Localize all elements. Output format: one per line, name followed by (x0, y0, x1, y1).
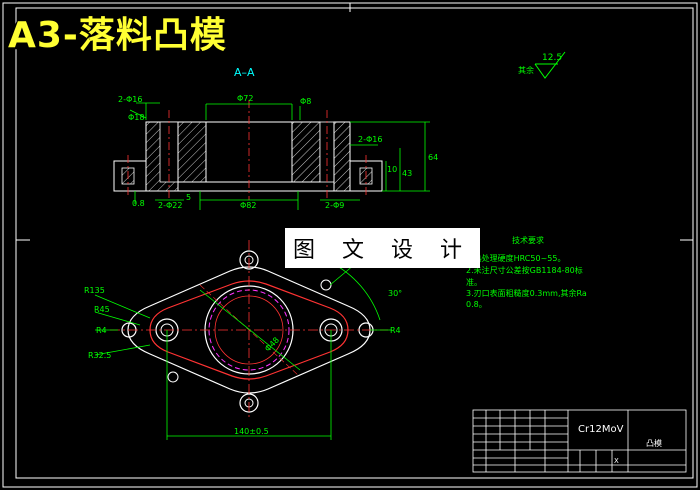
plan-dim-r-bottom: R32.5 (88, 351, 111, 360)
title-block (472, 409, 687, 473)
tech-line-1: 1.热处理硬度HRC50~55。 (466, 253, 565, 263)
inner-border (15, 7, 694, 479)
section-dimensions (129, 102, 430, 210)
plan-dim-d-center: Φ48 (263, 335, 281, 353)
tech-line-2: 2.未注尺寸公差按GB1184-80标 (466, 265, 583, 275)
plan-dim-r-left: R4 (96, 326, 107, 335)
section-label: A–A (234, 66, 255, 79)
title-block-label: 凸模 (646, 438, 662, 448)
plan-dim-right-label: R4 (390, 326, 401, 335)
plan-dim-angle: 30° (388, 289, 402, 298)
dim-bottom-left: 2-Φ22 (158, 201, 182, 210)
section-view (113, 100, 383, 200)
tech-heading: 技术要求 (512, 235, 544, 245)
dim-height-c: 10 (387, 165, 397, 174)
dim-bottom-center: Φ82 (240, 201, 256, 210)
dim-bottom-right: 2-Φ9 (325, 201, 344, 210)
plan-dim-r-outer: R135 (84, 286, 105, 295)
scale-mark: X (614, 457, 619, 465)
roughness-value: 12.5 (542, 53, 562, 63)
dim-left-a: Φ18 (128, 113, 144, 122)
material-label: Cr12MoV (578, 424, 624, 435)
dim-height-b: 43 (402, 169, 412, 178)
dim-top-center: Φ72 (237, 94, 253, 103)
roughness-other-label: 其余 (518, 65, 534, 75)
dim-top-left: 2-Φ16 (118, 95, 142, 104)
tech-line-5: 0.8。 (466, 300, 487, 309)
plan-view (94, 240, 392, 440)
tech-line-3: 准。 (466, 277, 482, 287)
tech-line-4: 3.刃口表面粗糙度0.3mm,其余Ra (466, 288, 587, 298)
dim-height-total: 64 (428, 153, 438, 162)
dim-left-small: 0.8 (132, 199, 145, 208)
roughness-symbol: 其余 12.5 (518, 51, 566, 79)
dim-right-mid: 2-Φ16 (358, 135, 382, 144)
dim-right-top: Φ8 (300, 97, 311, 106)
page-title: A3-落料凸模 (8, 15, 227, 56)
dim-center-small: 5 (186, 193, 191, 202)
plan-dim-r-mid: R45 (94, 305, 110, 314)
watermark: 图 文 设 计 (285, 228, 480, 268)
tech-requirements: 技术要求 1.热处理硬度HRC50~55。 2.未注尺寸公差按GB1184-80… (466, 235, 587, 309)
plan-dim-width: 140±0.5 (234, 427, 269, 436)
